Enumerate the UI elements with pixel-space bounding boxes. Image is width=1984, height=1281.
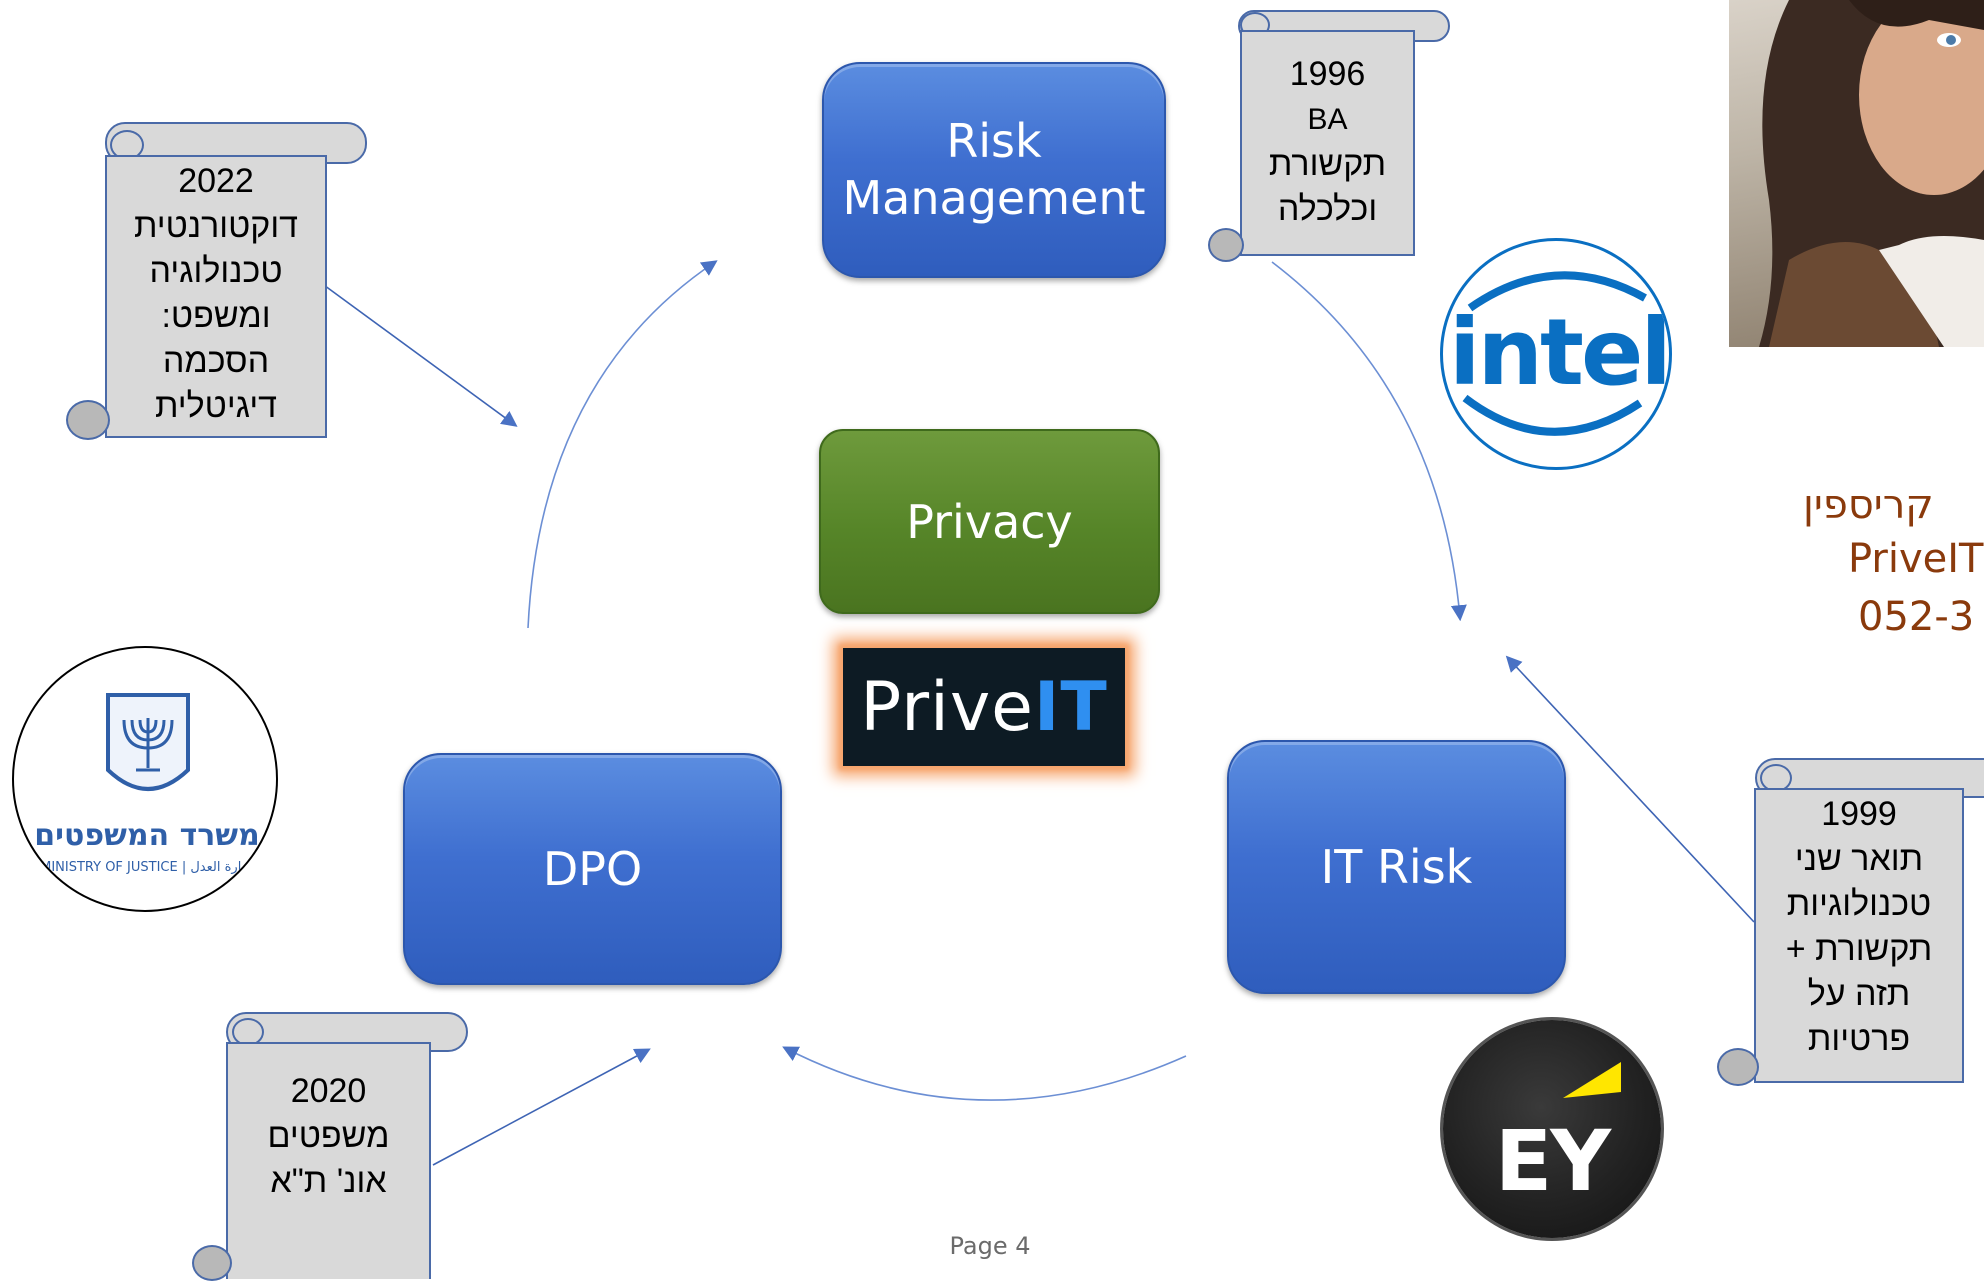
ministry-of-justice-logo: משרד המשפטים MINISTRY OF JUSTICE | وزارة… xyxy=(12,646,278,912)
ey-logo-text: EY xyxy=(1494,1112,1611,1210)
risk-management-box: Risk Management xyxy=(822,62,1166,278)
priveit-logo-text: Prive xyxy=(860,667,1035,747)
menorah-emblem-icon xyxy=(106,693,190,791)
ey-logo: EY xyxy=(1443,1020,1661,1238)
scroll-2022-line: טכנולוגיה xyxy=(149,252,283,290)
scroll-1996-line: תקשורת xyxy=(1268,145,1387,183)
page-number: Page 4 xyxy=(949,1232,1031,1260)
scroll-1999-line: פרטיות xyxy=(1807,1020,1911,1058)
pointer-2020 xyxy=(432,1048,651,1166)
pointer-1999 xyxy=(1505,655,1755,923)
scroll-1996-line: BA xyxy=(1307,103,1348,136)
scroll-1996-line: וכלכלה xyxy=(1277,190,1378,228)
justice-english-label: MINISTRY OF JUSTICE | وزارة العدل xyxy=(40,860,254,875)
scroll-2020-line: אונ' ת"א xyxy=(270,1162,387,1200)
scroll-1999-line: תואר שני xyxy=(1794,840,1924,878)
intel-logo-text: intel xyxy=(1449,299,1669,406)
contact-name: קריספין xyxy=(1803,482,1934,528)
scroll-2020-line: 2020 xyxy=(290,1072,367,1110)
scroll-2022-line: דוקטורנטית xyxy=(134,207,298,245)
contact-phone: 052-3 xyxy=(1858,594,1975,640)
scroll-1999-line: תזה על xyxy=(1807,975,1911,1013)
cycle-arc-itrisk-to-dpo xyxy=(782,1046,1187,1101)
scroll-1999-line: תקשורת + xyxy=(1785,930,1933,968)
scroll-1999-line: טכנולוגיות xyxy=(1786,885,1932,923)
cycle-arc-risk-to-itrisk xyxy=(1271,261,1467,622)
scroll-1996-line: 1996 xyxy=(1289,55,1366,93)
justice-hebrew-label: משרד המשפטים xyxy=(34,818,260,853)
priveit-logo-accent: IT xyxy=(1034,667,1108,747)
cycle-arc-dpo-to-risk xyxy=(527,260,718,629)
contact-company: PriveIT xyxy=(1848,536,1984,582)
pointer-2022 xyxy=(316,279,518,427)
scroll-2022-line: הסכמה xyxy=(162,342,270,380)
scroll-2022-line: ומשפט: xyxy=(161,297,271,335)
scroll-2022-line: דיגיטלית xyxy=(154,387,278,425)
scroll-1999-line: 1999 xyxy=(1821,795,1897,833)
intel-logo: intel xyxy=(1440,238,1672,470)
profile-portrait xyxy=(1729,0,1984,347)
scroll-2020-line: משפטים xyxy=(267,1117,390,1155)
scroll-2022-line: 2022 xyxy=(178,162,254,200)
dpo-box: DPO xyxy=(403,753,782,985)
privacy-box: Privacy xyxy=(819,429,1160,614)
it-risk-box: IT Risk xyxy=(1227,740,1566,994)
